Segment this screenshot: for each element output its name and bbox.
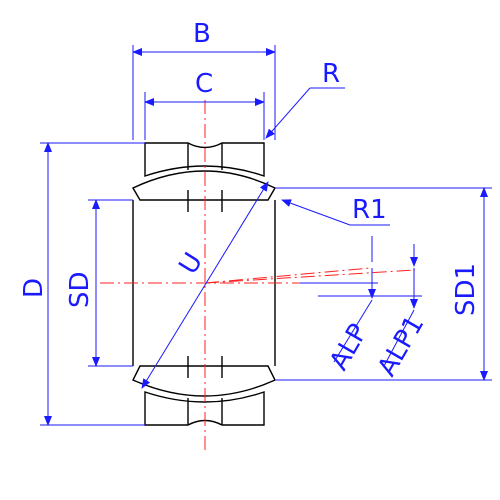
label-alp1: ALP1 bbox=[372, 311, 430, 382]
label-alp: ALP bbox=[324, 319, 374, 376]
label-sd: SD bbox=[65, 271, 95, 308]
outer-ring-top bbox=[144, 142, 265, 177]
dimension-d: D bbox=[19, 142, 145, 426]
label-d: D bbox=[19, 278, 49, 298]
label-c: C bbox=[195, 69, 213, 99]
label-b: B bbox=[193, 19, 211, 49]
label-sd1: SD1 bbox=[451, 263, 481, 316]
label-r1: R1 bbox=[352, 195, 387, 225]
inner-ring-bottom bbox=[132, 356, 276, 397]
label-r: R bbox=[322, 59, 340, 89]
dimension-c: C bbox=[144, 69, 265, 140]
centerlines bbox=[100, 100, 416, 450]
label-u: U bbox=[173, 248, 209, 280]
dimension-b: B bbox=[132, 19, 276, 140]
dimension-sd1: SD1 bbox=[275, 187, 492, 381]
dimension-alp: ALP bbox=[300, 236, 378, 376]
dimension-u: U bbox=[141, 181, 269, 389]
dimension-r1: R1 bbox=[281, 195, 390, 226]
dimension-sd: SD bbox=[65, 199, 133, 367]
dimension-r: R bbox=[265, 59, 345, 139]
outer-ring-bottom bbox=[144, 391, 265, 426]
